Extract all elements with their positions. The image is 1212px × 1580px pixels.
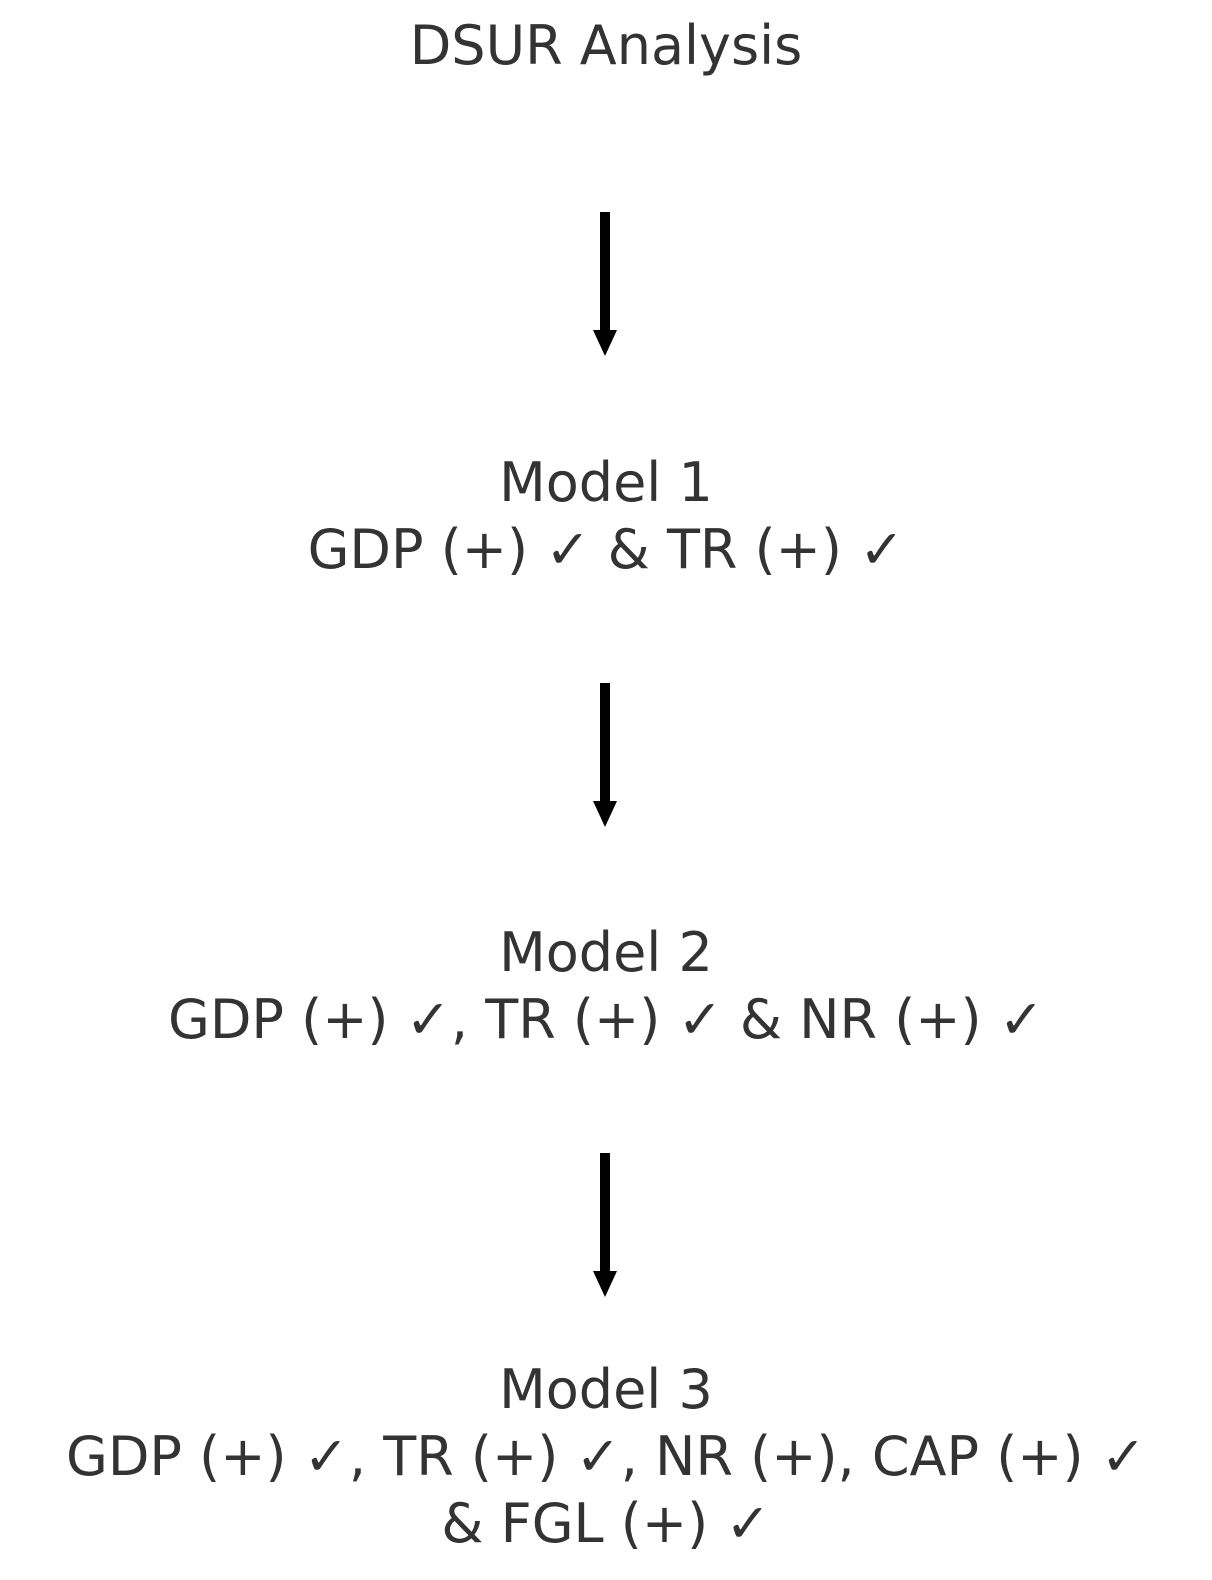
arrow-down-icon (593, 212, 617, 356)
model-1-name: Model 1 (499, 451, 713, 514)
model-3-name: Model 3 (499, 1358, 713, 1421)
arrow-down-icon (593, 1153, 617, 1297)
diagram-title: DSUR Analysis (409, 14, 803, 77)
model-3-node: Model 3 GDP (+) ✓, TR (+) ✓, NR (+), CAP… (0, 1356, 1212, 1557)
model-2-node: Model 2 GDP (+) ✓, TR (+) ✓ & NR (+) ✓ (0, 919, 1212, 1053)
model-2-name: Model 2 (499, 921, 713, 984)
model-2-result: GDP (+) ✓, TR (+) ✓ & NR (+) ✓ (167, 988, 1045, 1051)
model-1-node: Model 1 GDP (+) ✓ & TR (+) ✓ (0, 449, 1212, 583)
model-1-result: GDP (+) ✓ & TR (+) ✓ (307, 518, 905, 581)
model-3-result-line-2: & FGL (+) ✓ (441, 1492, 771, 1555)
model-3-result-line-1: GDP (+) ✓, TR (+) ✓, NR (+), CAP (+) ✓ (65, 1425, 1147, 1488)
arrow-down-icon (593, 683, 617, 827)
